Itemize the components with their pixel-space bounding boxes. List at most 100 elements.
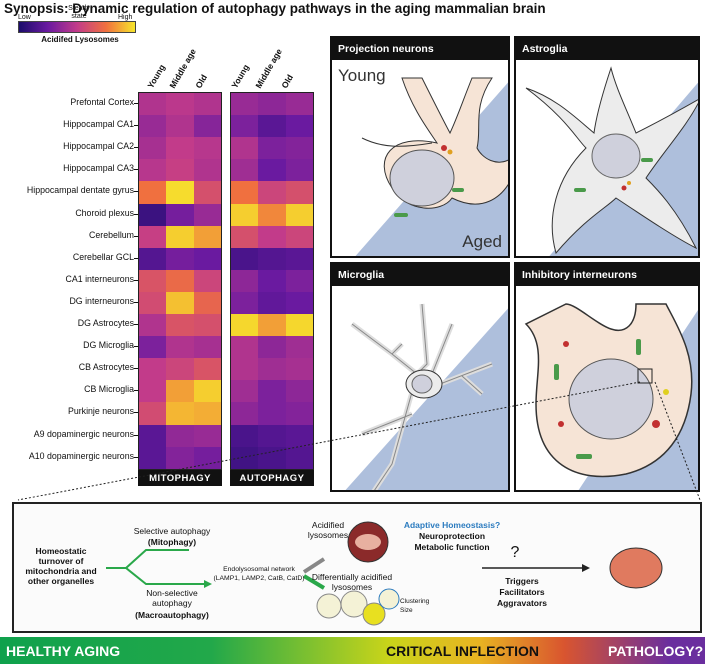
row-tick: [134, 301, 138, 303]
panel-title: Projection neurons: [332, 38, 508, 60]
heatmap-cell: [285, 137, 314, 160]
panel-inhibitory-interneurons: Inhibitory interneurons: [514, 262, 700, 492]
heatmap-cell: [285, 358, 314, 381]
heatmap-cell: [231, 203, 259, 226]
row-label: A9 dopaminergic neurons: [33, 428, 134, 439]
triggers-text: Triggers: [505, 576, 539, 586]
heatmap-cell: [193, 203, 222, 226]
legend-steady-state: Steady state: [68, 5, 90, 20]
heatmap-cell: [193, 291, 222, 315]
legend-low: Low: [18, 14, 31, 21]
heatmap-cell: [166, 336, 194, 359]
label-mitophagy: MITOPHAGY: [138, 470, 222, 486]
panel-astroglia: Astroglia: [514, 36, 700, 258]
selective-text: Selective autophagy: [133, 526, 211, 536]
heatmap-cell: [258, 291, 286, 315]
heatmap-cell: [139, 137, 167, 160]
heatmap-cell: [231, 269, 259, 293]
heatmap-cell: [285, 115, 314, 138]
heatmap-cell: [139, 314, 167, 337]
zoom-lines: [17, 381, 701, 501]
heatmap-cell: [231, 336, 259, 359]
heatmap-cell: [166, 247, 194, 271]
differentially-acidified-text: Differentially acidified lysosomes: [311, 572, 393, 592]
heatmap-cell: [258, 269, 286, 293]
row-label: Hippocampal CA3: [63, 163, 134, 174]
heatmap-cell: [139, 93, 167, 116]
row-tick: [134, 390, 138, 392]
heatmap-cell: [258, 247, 286, 271]
mechanism-arrows: [106, 521, 663, 626]
heatmap-cell: [231, 137, 259, 160]
mitophagy-text: (Mitophagy): [147, 537, 197, 547]
heatmap-cell: [231, 291, 259, 315]
row-tick: [134, 456, 138, 458]
row-label: DG Microglia: [83, 340, 134, 351]
heatmap-cell: [285, 291, 314, 315]
row-label: Hippocampal dentate gyrus: [26, 185, 134, 196]
endolysosomal-markers-text: (LAMP1, LAMP2, CatB, CatD): [213, 575, 305, 582]
row-tick: [134, 103, 138, 105]
heatmap-cell: [285, 314, 314, 337]
row-label: Choroid plexus: [75, 207, 134, 218]
heatmap-cell: [285, 424, 314, 447]
heatmap-cell: [231, 93, 259, 116]
heatmap-autophagy: [230, 92, 314, 470]
heatmap-cell: [193, 225, 222, 248]
col-label-old-1: Old: [193, 72, 210, 90]
heatmap-cell: [231, 380, 259, 403]
panel-title: Astroglia: [516, 38, 698, 60]
heatmap-cell: [193, 402, 222, 425]
label-autophagy: AUTOPHAGY: [230, 470, 314, 486]
row-label: DG interneurons: [69, 295, 134, 306]
heatmap-cell: [166, 137, 194, 160]
col-label-young-2: Young: [229, 62, 251, 90]
heatmap-cell: [258, 424, 286, 447]
heatmap-cell: [139, 225, 167, 248]
homeostatic-text: Homeostatic turnover of mitochondria and…: [25, 546, 97, 586]
heatmap-cell: [231, 402, 259, 425]
row-tick: [134, 412, 138, 414]
microglia-illustration: [345, 303, 508, 490]
clustering-text: Clustering: [400, 598, 430, 605]
row-label: Cerebellar GCL: [72, 251, 134, 262]
heatmap-cell: [139, 336, 167, 359]
heatmap-cell: [258, 380, 286, 403]
endolysosomal-text: Endolysosomal network: [223, 566, 295, 573]
heatmap-cell: [258, 402, 286, 425]
row-label: Hippocampal CA2: [63, 141, 134, 152]
heatmap-cell: [166, 291, 194, 315]
facilitators-text: Facilitators: [499, 587, 545, 597]
heatmap-cell: [285, 402, 314, 425]
row-tick: [134, 147, 138, 149]
row-label: Prefontal Cortex: [70, 97, 134, 108]
panel-title: Microglia: [332, 264, 508, 286]
row-label: DG Astrocytes: [77, 318, 134, 329]
row-tick: [134, 169, 138, 171]
heatmap-cell: [166, 115, 194, 138]
macroautophagy-text: (Macroautophagy): [135, 610, 209, 620]
panel-microglia: Microglia: [330, 262, 510, 492]
heatmap-cell: [285, 225, 314, 248]
heatmap-cell: [231, 181, 259, 204]
critical-inflection-label: CRITICAL INFLECTION: [386, 643, 539, 659]
row-tick: [134, 368, 138, 370]
row-label: CB Microglia: [84, 384, 134, 395]
heatmap-cell: [166, 203, 194, 226]
heatmap-cell: [285, 269, 314, 293]
heatmap-cell: [193, 380, 222, 403]
panel-projection-neurons: Projection neurons Young Aged: [330, 36, 510, 258]
heatmap-cell: [231, 247, 259, 271]
heatmap-cell: [258, 203, 286, 226]
heatmap-cell: [139, 291, 167, 315]
heatmap-cell: [166, 93, 194, 116]
row-label: CA1 interneurons: [65, 273, 134, 284]
heatmap-mitophagy: [138, 92, 222, 470]
heatmap-cell: [285, 159, 314, 182]
heatmap-cell: [231, 225, 259, 248]
heatmap-cell: [258, 115, 286, 138]
astrocyte-illustration: [525, 66, 698, 256]
heatmap-cell: [285, 181, 314, 204]
heatmap-cell: [193, 137, 222, 160]
heatmap-cell: [285, 93, 314, 116]
